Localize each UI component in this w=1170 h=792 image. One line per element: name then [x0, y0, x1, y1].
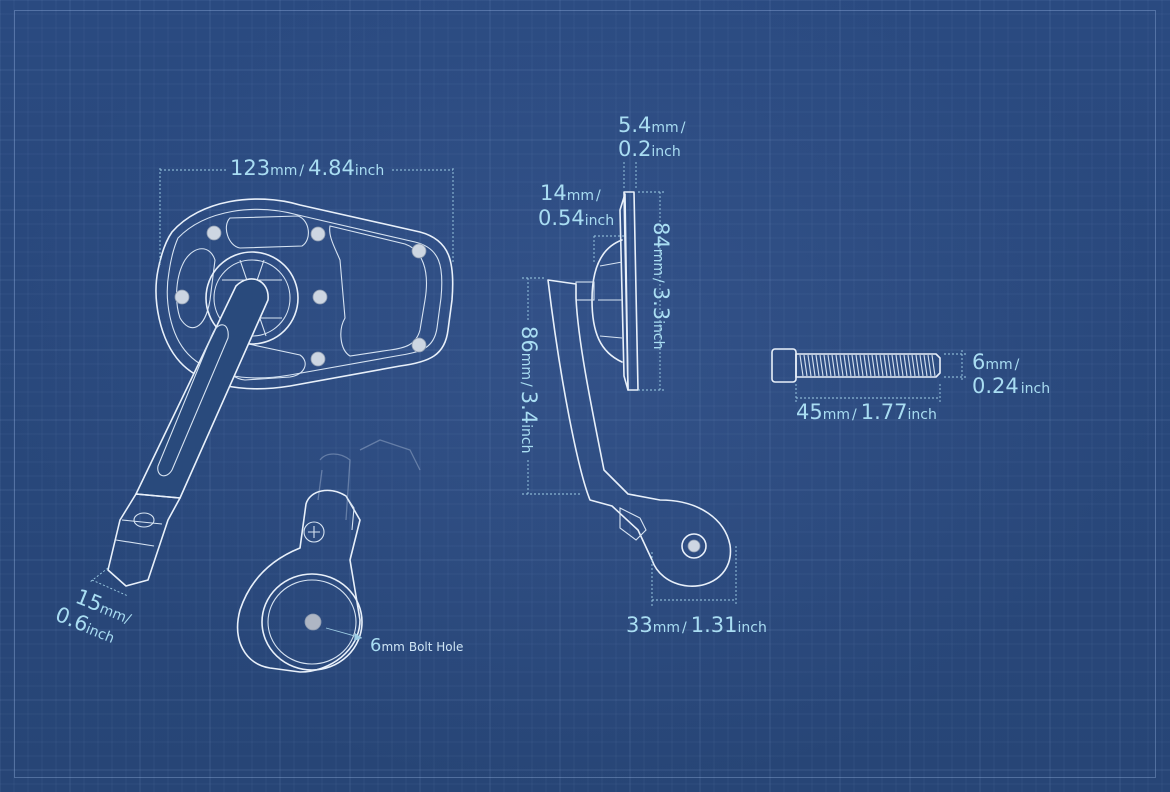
- clamp-dimension-label: 33mm/1.31inch: [626, 613, 767, 637]
- arm-height-dimension-label: 86mm/3.4inch: [517, 326, 541, 453]
- blueprint-frame: [14, 10, 1156, 778]
- mirror-front-view: [107, 198, 454, 587]
- mirror-side-view: [547, 191, 732, 587]
- dimension-lines: [89, 162, 966, 606]
- width-dimension-label: 123mm/4.84inch: [230, 156, 384, 180]
- bolt-length-dimension-label: 45mm/1.77inch: [796, 400, 937, 424]
- thickness-dimension-label: 5.4mm/ 0.2inch: [618, 113, 686, 161]
- svg-text:5.4mm/: 5.4mm/: [618, 113, 686, 137]
- svg-text:14mm/: 14mm/: [540, 181, 601, 205]
- mirror-height-dimension-label: 84mm/3.3inch: [649, 222, 673, 349]
- strap-dimension-label: 15mm/ 0.6inch: [52, 584, 133, 647]
- svg-text:0.54inch: 0.54inch: [538, 206, 614, 230]
- svg-text:0.2inch: 0.2inch: [618, 137, 681, 161]
- svg-text:6mm/: 6mm/: [972, 350, 1020, 374]
- bolt: [771, 348, 941, 383]
- depth-dimension-label: 14mm/ 0.54inch: [538, 181, 614, 230]
- ghost-arm-sketch: [317, 439, 421, 521]
- clamp-perspective: [236, 489, 363, 673]
